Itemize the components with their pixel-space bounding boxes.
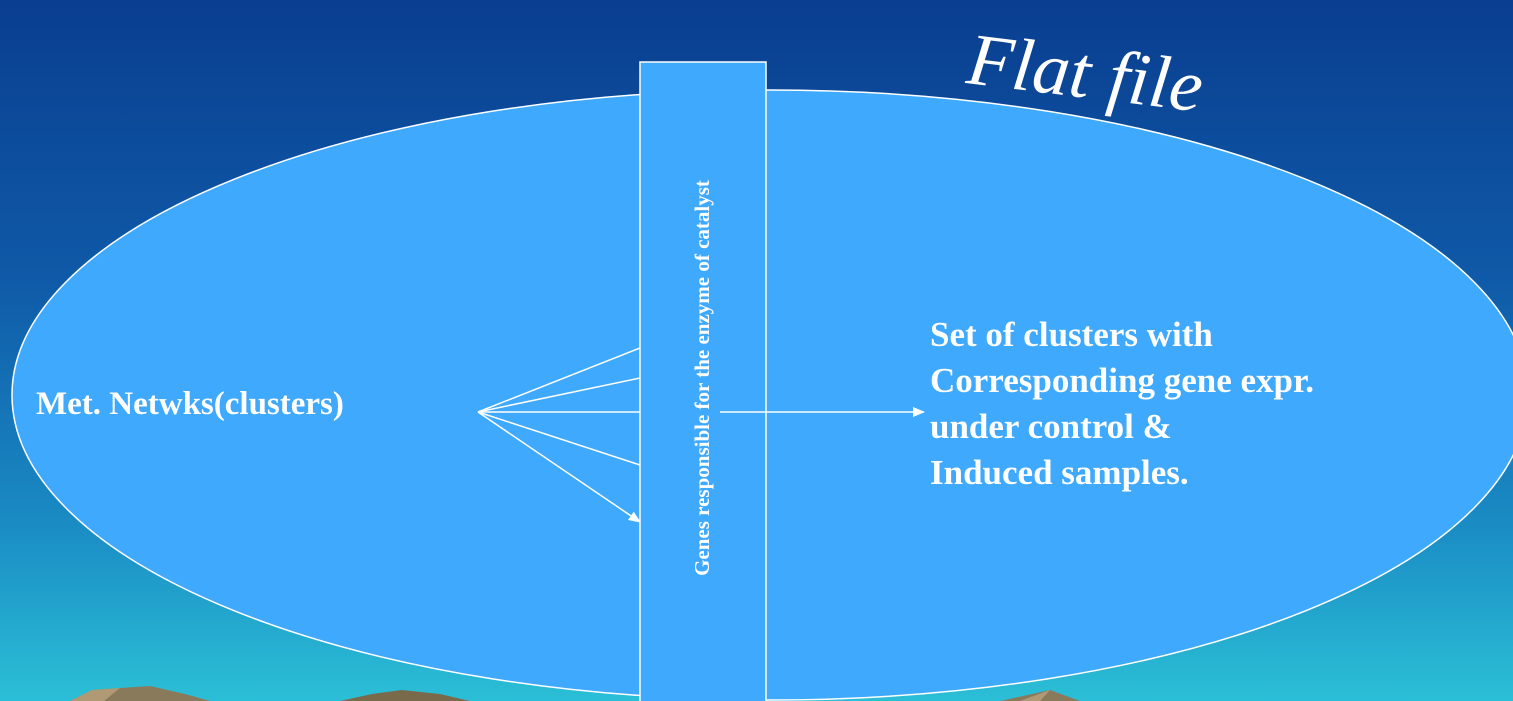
description-line: under control & (930, 407, 1172, 446)
connector-lines (477, 347, 641, 523)
connector-line (477, 411, 641, 466)
mountains-decoration (70, 686, 1080, 701)
description-line: Corresponding gene expr. (930, 361, 1315, 400)
cluster-set-description: Set of clusters with Corresponding gene … (930, 312, 1314, 496)
genes-bar (639, 61, 767, 701)
met-networks-label: Met. Netwks(clusters) (36, 386, 344, 422)
connector-line (477, 347, 641, 413)
description-line: Set of clusters with (930, 315, 1213, 354)
description-line: Induced samples. (930, 453, 1189, 492)
connector-arrow (477, 411, 641, 523)
connector-line (477, 377, 641, 413)
genes-bar-label: Genes responsible for the enzyme of cata… (690, 180, 714, 576)
